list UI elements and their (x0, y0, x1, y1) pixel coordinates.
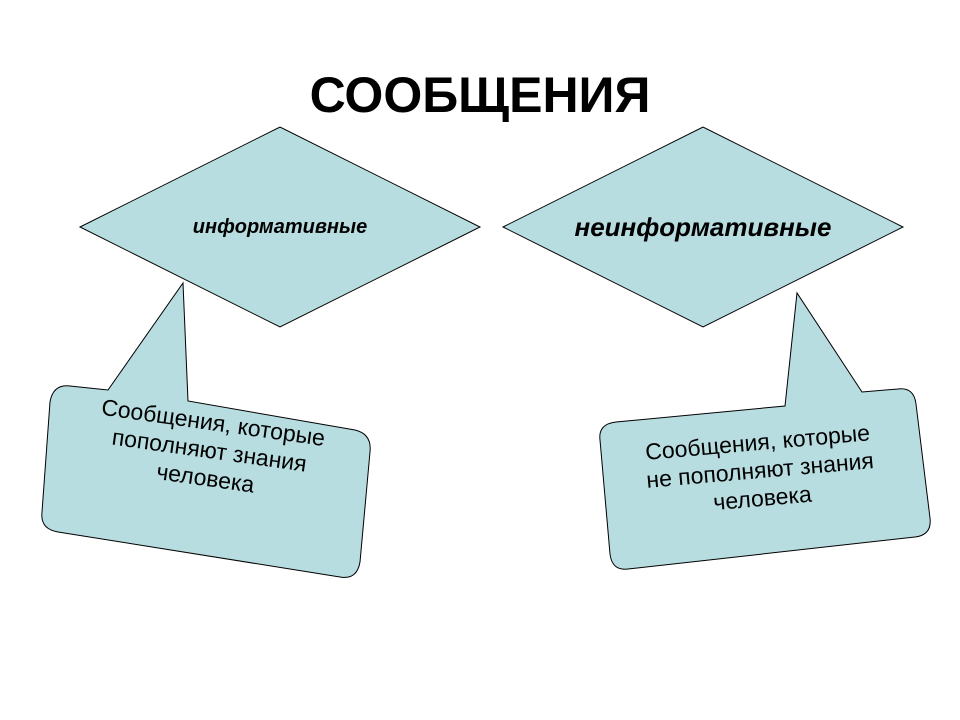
callout-noninformative (599, 291, 931, 570)
diamond-noninformative-label: неинформативные (575, 212, 832, 242)
callout-informative (41, 281, 371, 578)
slide-title: СООБЩЕНИЯ (310, 67, 651, 123)
diamond-informative-label: информативные (193, 216, 367, 238)
diamond-noninformative (501, 126, 905, 328)
diamond-informative (78, 126, 482, 328)
